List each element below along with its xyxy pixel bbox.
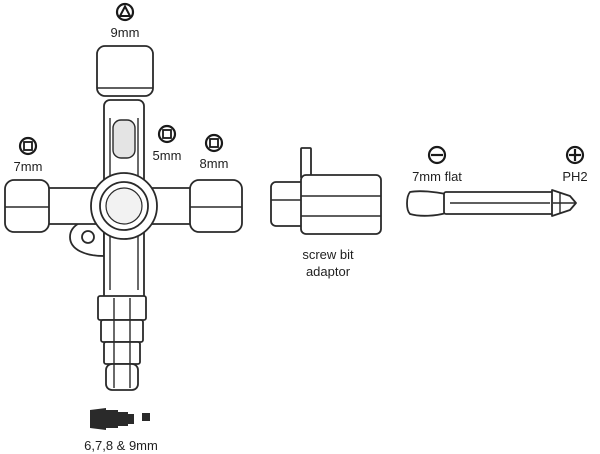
- triangle-in-circle-icon: [115, 2, 135, 22]
- square-in-circle-icon: [204, 133, 224, 153]
- cross-in-circle-icon: [565, 145, 585, 165]
- square-in-circle-icon: [157, 124, 177, 144]
- top-socket-9mm: [96, 45, 154, 97]
- stepped-callout: 6,7,8 & 9mm: [84, 408, 158, 453]
- label-5mm: 5mm: [153, 148, 182, 163]
- label-9mm: 9mm: [111, 25, 140, 40]
- label-8mm: 8mm: [200, 156, 229, 171]
- adaptor-pin: [300, 147, 312, 179]
- screw-bit-adaptor: screw bit adaptor: [270, 147, 382, 279]
- slot-in-circle-icon: [427, 145, 447, 165]
- mounting-hole: [81, 230, 95, 244]
- flat-callout: 7mm flat: [412, 145, 462, 184]
- shaft-window: [112, 119, 136, 159]
- flat-tip: [406, 190, 447, 217]
- label-stepped: 6,7,8 & 9mm: [84, 438, 158, 453]
- center-5mm-callout: 5mm: [153, 124, 182, 163]
- right-socket-8mm: [189, 179, 243, 233]
- label-adaptor-line1: screw bit: [302, 247, 354, 262]
- square-mark: [142, 413, 150, 421]
- label-ph2: PH2: [562, 169, 587, 184]
- stepped-socket: [97, 295, 147, 391]
- adaptor-body: [300, 174, 382, 235]
- label-flat: 7mm flat: [412, 169, 462, 184]
- phillips-callout: PH2: [562, 145, 588, 184]
- top-9mm-callout: 9mm: [111, 2, 140, 40]
- cross-key-tool: [4, 45, 243, 391]
- label-7mm: 7mm: [14, 159, 43, 174]
- stepped-profile-icon: [90, 408, 134, 430]
- left-7mm-callout: 7mm: [14, 136, 43, 174]
- label-adaptor-line2: adaptor: [306, 264, 351, 279]
- double-ended-bit: [406, 189, 577, 217]
- right-8mm-callout: 8mm: [200, 133, 229, 171]
- left-socket-7mm: [4, 179, 50, 233]
- square-in-circle-icon: [18, 136, 38, 156]
